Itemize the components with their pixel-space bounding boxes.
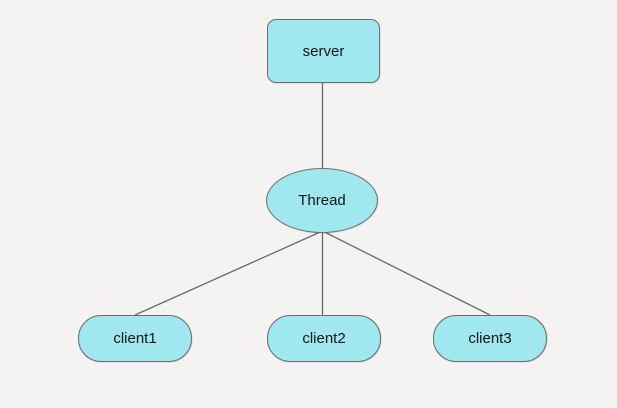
- node-client2: client2: [267, 315, 381, 362]
- node-thread: Thread: [266, 168, 378, 233]
- node-server-label: server: [302, 42, 345, 60]
- node-client3-label: client3: [468, 330, 512, 347]
- edge-thread-client3: [322, 230, 491, 316]
- node-server: server: [267, 19, 380, 83]
- node-client2-label: client2: [302, 330, 346, 347]
- node-client1-label: client1: [113, 330, 157, 347]
- edge-thread-client1: [134, 230, 323, 316]
- node-thread-label: Thread: [298, 192, 346, 209]
- node-client1: client1: [78, 315, 192, 362]
- node-client3: client3: [433, 315, 547, 362]
